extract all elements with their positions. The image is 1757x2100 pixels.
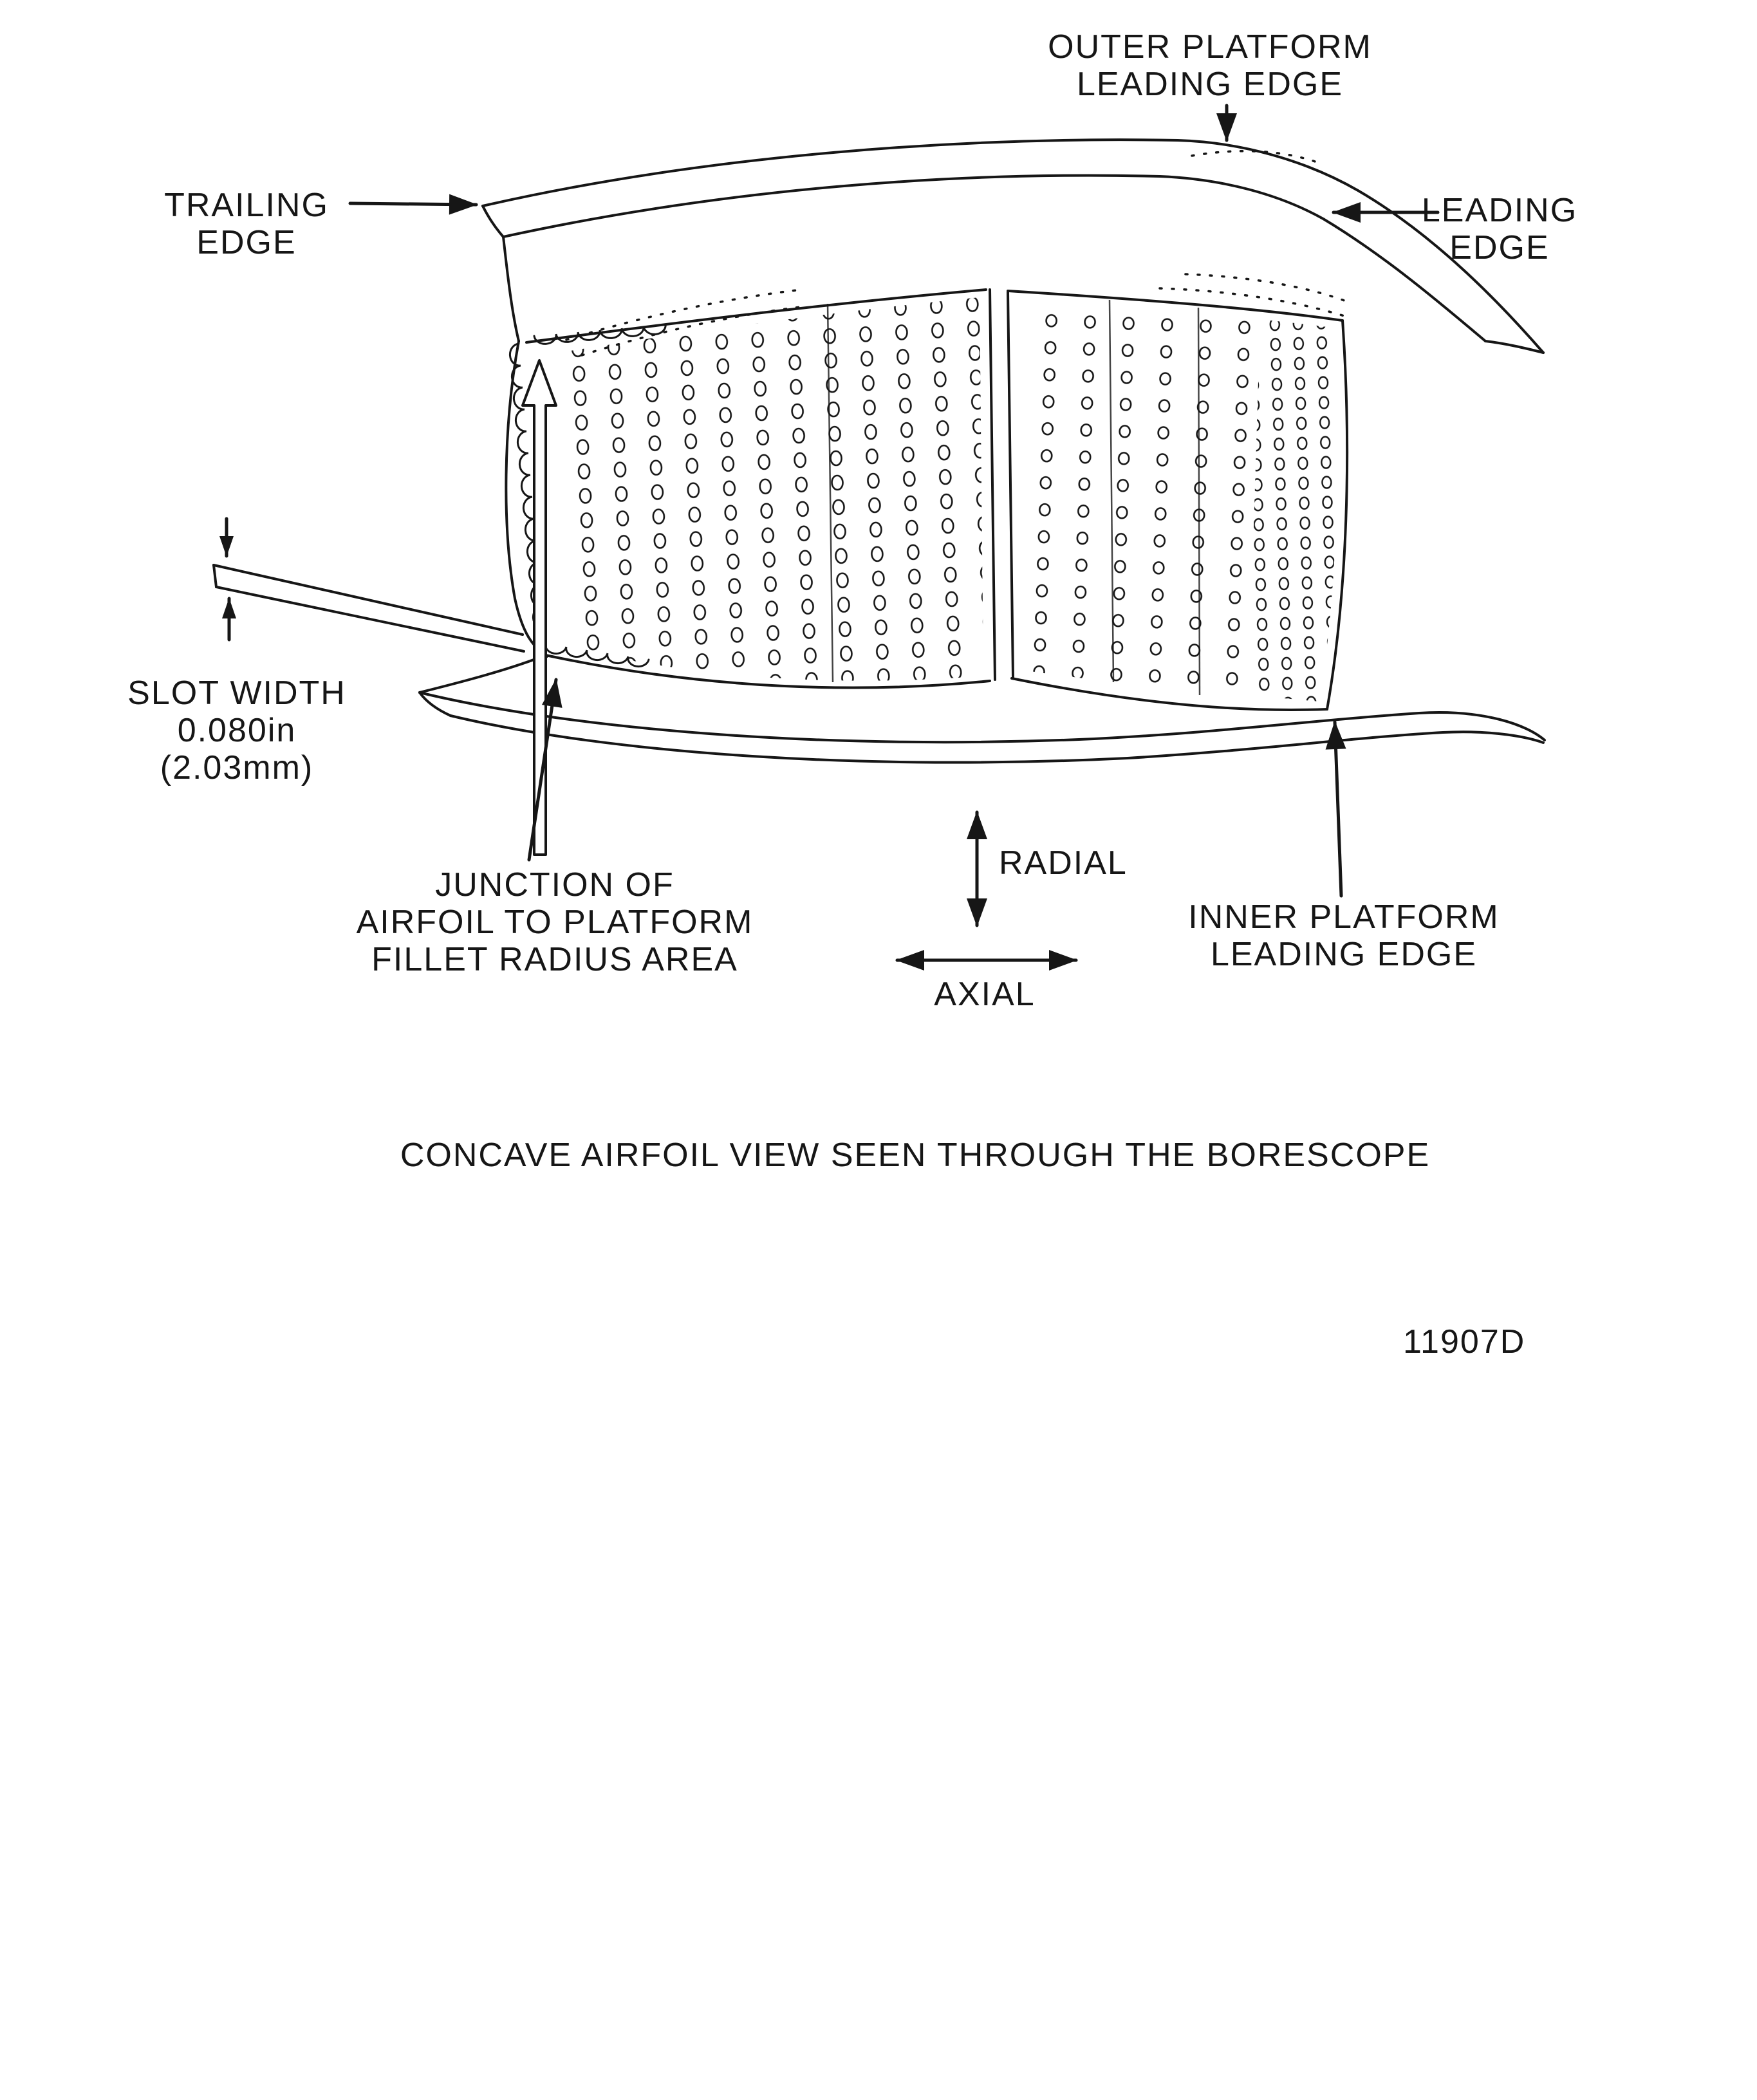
figure-caption: CONCAVE AIRFOIL VIEW SEEN THROUGH THE BO… xyxy=(400,1137,1430,1174)
junction-label: JUNCTION OF AIRFOIL TO PLATFORM FILLET R… xyxy=(357,866,754,979)
cooling-hole-fields xyxy=(559,297,1338,702)
slot-width-label-line2: 0.080in xyxy=(177,712,297,750)
airfoil-bottom-edge-left xyxy=(544,654,991,689)
bottom-fillet-coil xyxy=(544,642,650,668)
inner-platform-label-line1: INNER PLATFORM xyxy=(1188,898,1500,936)
vane-outlines xyxy=(212,138,1546,764)
junction-label-line2: AIRFOIL TO PLATFORM xyxy=(356,904,754,942)
outer-platform-inner-edge xyxy=(502,174,1487,342)
platform-hole-rows xyxy=(565,149,1354,357)
axial-label: AXIAL xyxy=(934,976,1035,1013)
airfoil-top-edge-right xyxy=(1007,290,1344,322)
outer-platform-left-tip xyxy=(481,205,505,238)
platform-to-trailing-edge xyxy=(502,236,520,342)
leading-edge-label-line2: EDGE xyxy=(1449,229,1550,267)
slot-width-label: SLOT WIDTH 0.080in (2.03mm) xyxy=(127,674,346,787)
junction-short-arrow xyxy=(527,678,562,862)
airfoil-top-edge-left xyxy=(525,288,987,344)
inner-platform-label-line2: LEADING EDGE xyxy=(1210,936,1478,974)
outer-platform-label-line1: OUTER PLATFORM xyxy=(1048,28,1372,66)
outer-platform-leading-edge-label: OUTER PLATFORM LEADING EDGE xyxy=(1048,28,1372,103)
outer-platform-label-line2: LEADING EDGE xyxy=(1076,66,1344,104)
outer-platform-right-tip xyxy=(1484,340,1545,354)
airfoil-right-panel-holes xyxy=(1023,302,1254,694)
airfoil-left-panel-holes xyxy=(559,297,983,681)
trailing-edge-arrow xyxy=(348,194,478,215)
leading-edge-label-line1: LEADING xyxy=(1421,192,1578,229)
slot-bottom-line xyxy=(215,586,525,653)
junction-hollow-arrow xyxy=(521,359,557,856)
trailing-edge-label-line1: TRAILING xyxy=(164,187,329,224)
leading-edge-curve xyxy=(1326,319,1349,711)
airfoil-bottom-edge-right xyxy=(1010,677,1328,712)
slot-width-label-line3: (2.03mm) xyxy=(160,749,314,787)
outer-platform-top-edge xyxy=(481,138,1545,354)
figure-caption-text: CONCAVE AIRFOIL VIEW SEEN THROUGH THE BO… xyxy=(400,1137,1431,1174)
inner-platform-leading-edge-label: INNER PLATFORM LEADING EDGE xyxy=(1188,898,1500,973)
panel-seam-left xyxy=(989,288,996,681)
junction-label-line1: JUNCTION OF xyxy=(435,866,674,904)
radial-label: RADIAL xyxy=(999,844,1128,882)
slot-width-label-line1: SLOT WIDTH xyxy=(127,674,346,712)
figure-number-text: 11907D xyxy=(1403,1323,1526,1361)
fillet-base-curve xyxy=(418,654,547,694)
top-fillet-coil xyxy=(533,323,667,345)
inner-platform-arrow xyxy=(1325,720,1346,898)
inner-platform-left-cap xyxy=(418,691,452,717)
callout-arrows xyxy=(219,104,1440,971)
trailing-edge-label-line2: EDGE xyxy=(196,224,297,262)
slot-left-cap xyxy=(212,564,218,588)
panel-seam-right xyxy=(1007,291,1014,678)
leading-edge-hole-strip xyxy=(1249,319,1338,702)
slot-top-line xyxy=(212,564,524,636)
trailing-edge-curve xyxy=(505,340,548,658)
figure-number: 11907D xyxy=(1403,1323,1525,1361)
axial-label-text: AXIAL xyxy=(934,976,1036,1013)
trailing-edge-label: TRAILING EDGE xyxy=(164,187,329,261)
hole-column-seams xyxy=(826,299,1201,696)
inner-platform-top-edge xyxy=(418,691,1546,744)
leading-edge-label: LEADING EDGE xyxy=(1422,192,1577,266)
inner-platform-bottom-edge xyxy=(449,714,1545,764)
junction-label-line3: FILLET RADIUS AREA xyxy=(371,941,738,979)
radial-label-text: RADIAL xyxy=(999,844,1128,882)
